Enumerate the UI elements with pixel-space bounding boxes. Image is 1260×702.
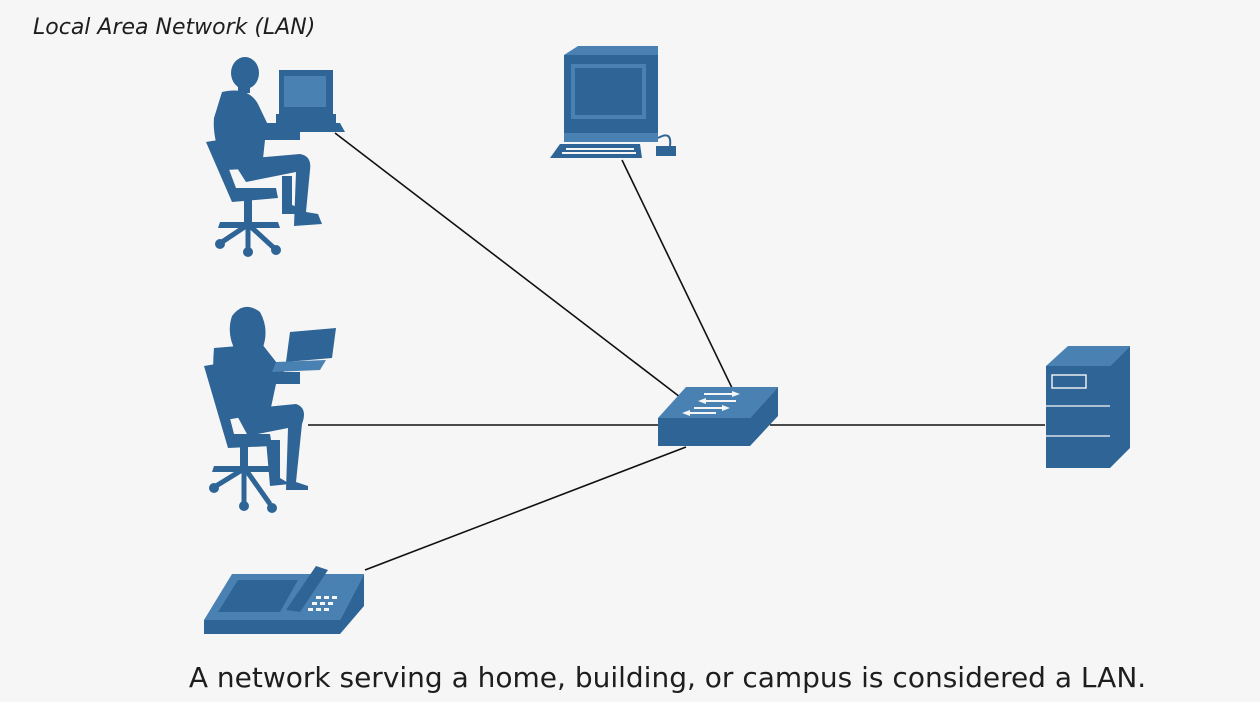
ip-phone-icon (204, 566, 364, 634)
network-switch-icon (658, 387, 778, 446)
diagram-caption: A network serving a home, building, or c… (188, 661, 1147, 694)
server-tower-icon (1046, 346, 1130, 468)
person-at-desktop-icon (206, 57, 345, 257)
desktop-computer-icon (550, 46, 676, 158)
person-with-laptop-icon (204, 306, 336, 513)
link-workstation-switch (621, 159, 734, 391)
diagram-title: Local Area Network (LAN) (33, 15, 316, 40)
link-user-desktop-switch (334, 132, 681, 398)
link-phone-switch (364, 446, 687, 571)
links (308, 132, 1045, 571)
